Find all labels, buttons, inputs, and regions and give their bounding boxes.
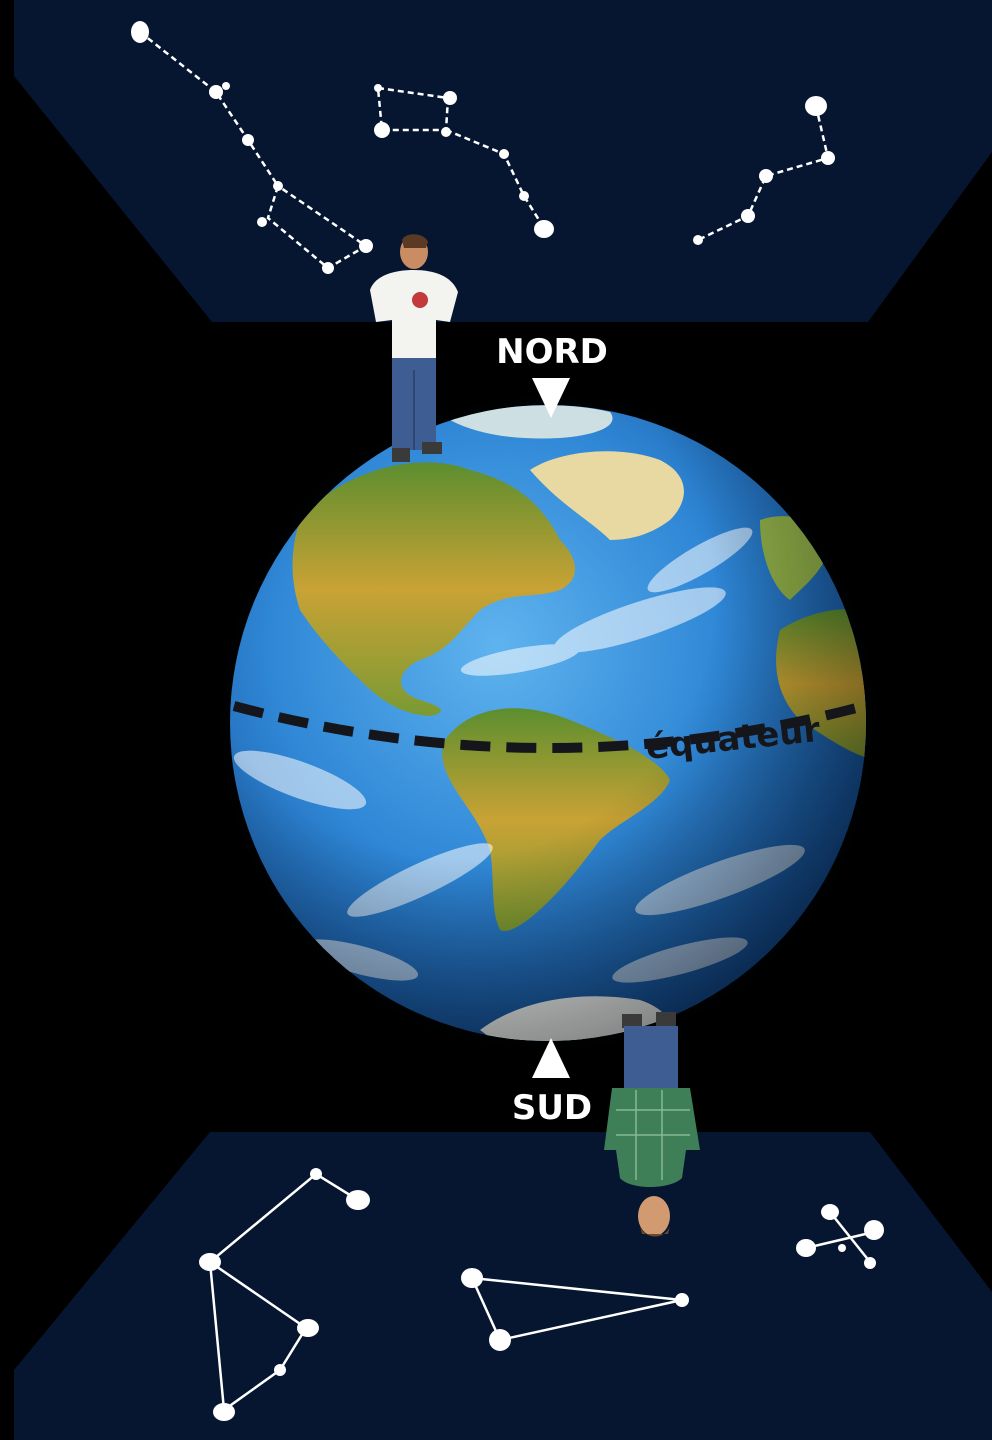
northern-constellations	[131, 21, 835, 274]
south-pole-label: SUD	[511, 1088, 593, 1128]
child-north-figure	[370, 234, 458, 462]
northern-sky-panel	[14, 0, 992, 322]
child-south-figure	[604, 1012, 700, 1237]
southern-constellations	[199, 1168, 884, 1421]
north-pole-label: NORD	[496, 332, 608, 372]
southern-sky-panel	[14, 1132, 992, 1440]
up-triangle-icon	[532, 1038, 570, 1078]
down-triangle-icon	[532, 378, 570, 418]
